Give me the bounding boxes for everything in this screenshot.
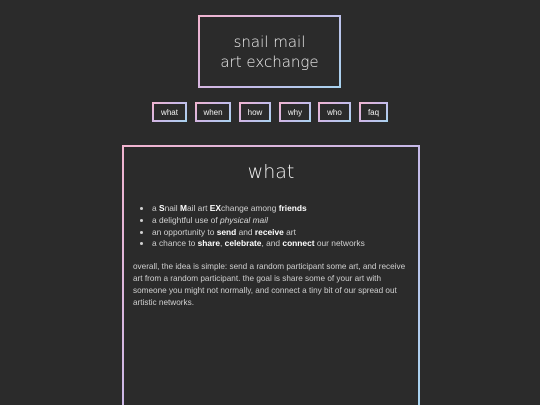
- list-text: art: [283, 226, 296, 237]
- emphasis-text: share: [197, 238, 220, 249]
- list-text: , and: [261, 238, 283, 249]
- content-panel: what a Snail Mail art EXchange among fri…: [122, 145, 420, 405]
- nav-bar: what when how why who faq: [0, 102, 540, 122]
- italic-text: physical mail: [219, 214, 268, 225]
- section-title: what: [247, 161, 295, 183]
- feature-list-item: a Snail Mail art EXchange among friends: [152, 203, 422, 215]
- nav-how-button[interactable]: how: [239, 102, 271, 122]
- list-text: ,: [220, 238, 225, 249]
- emphasis-text: S: [159, 203, 165, 213]
- list-text: a: [152, 203, 159, 213]
- list-text: a delightful use of: [152, 214, 220, 225]
- list-text: change among: [220, 203, 279, 213]
- emphasis-text: celebrate: [224, 238, 262, 249]
- emphasis-text: receive: [254, 226, 284, 237]
- emphasis-text: send: [216, 226, 237, 237]
- description-paragraph: overall, the idea is simple: send a rand…: [133, 262, 406, 307]
- site-title-box: snail mail art exchange: [198, 15, 341, 88]
- emphasis-text: friends: [278, 203, 307, 213]
- nav-what-button[interactable]: what: [152, 102, 187, 122]
- list-text: a chance to: [152, 238, 198, 249]
- list-text: and: [236, 226, 255, 237]
- site-title-line-1: snail mail: [233, 32, 306, 51]
- feature-list: a Snail Mail art EXchange among friendsa…: [142, 203, 422, 250]
- nav-when-button[interactable]: when: [195, 102, 231, 122]
- emphasis-text: M: [179, 203, 187, 213]
- site-title-line-2: art exchange: [220, 52, 319, 71]
- emphasis-text: EX: [209, 203, 221, 213]
- feature-list-item: a delightful use of physical mail: [152, 215, 422, 227]
- feature-list-item: an opportunity to send and receive art: [152, 227, 422, 239]
- feature-list-item: a chance to share, celebrate, and connec…: [152, 238, 422, 250]
- emphasis-text: connect: [282, 238, 315, 249]
- list-text: our networks: [314, 238, 365, 249]
- nav-who-button[interactable]: who: [318, 102, 351, 122]
- nav-faq-button[interactable]: faq: [359, 102, 388, 122]
- list-text: ail art: [186, 203, 210, 213]
- list-text: nail: [164, 203, 180, 213]
- list-text: an opportunity to: [152, 226, 217, 237]
- nav-why-button[interactable]: why: [279, 102, 311, 122]
